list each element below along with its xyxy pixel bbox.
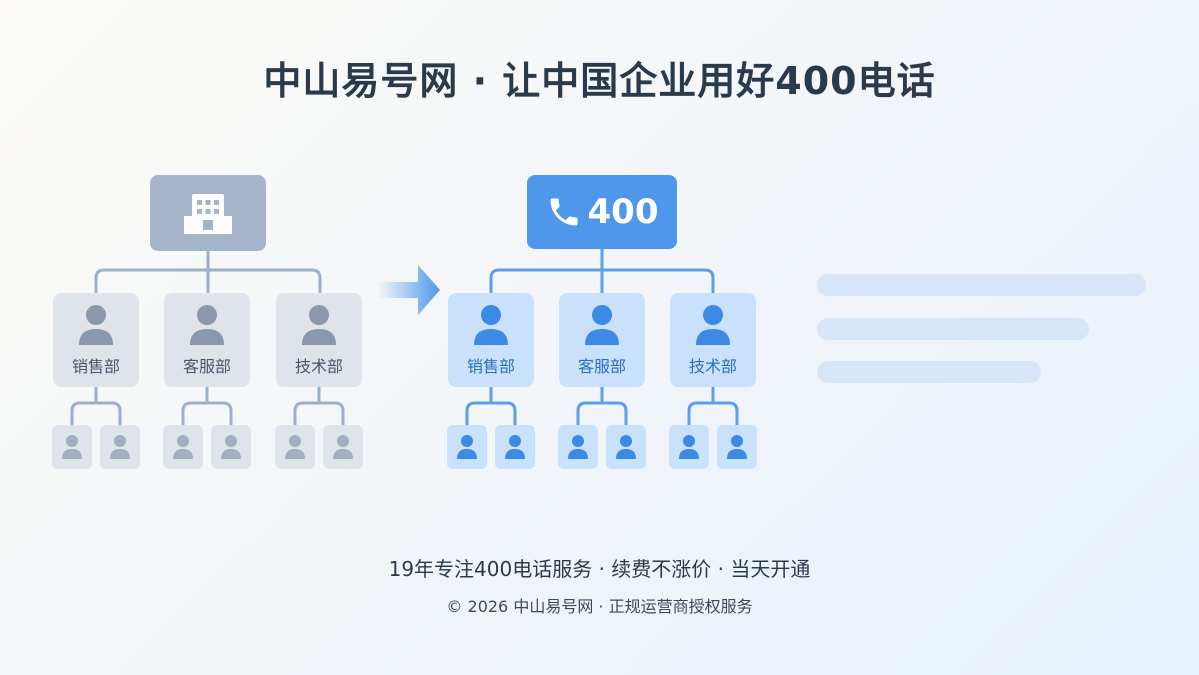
legacy-root-node [150, 175, 266, 251]
placeholder-bar [817, 361, 1041, 383]
person-icon [173, 435, 193, 459]
person-icon [79, 305, 113, 345]
person-icon [110, 435, 130, 459]
placeholder-bar [817, 318, 1089, 340]
footer-tagline: 19年专注400电话服务 · 续费不涨价 · 当天开通 [388, 557, 811, 581]
modern-root-node: 400 [527, 175, 677, 249]
person-icon [696, 305, 730, 345]
dept-label: 客服部 [182, 357, 231, 376]
modern-dept-service: 客服部 [559, 293, 645, 387]
person-icon [505, 435, 525, 459]
dept-label: 销售部 [71, 357, 120, 376]
root-number: 400 [587, 192, 659, 232]
person-icon [302, 305, 336, 345]
legacy-dept-sales: 销售部 [53, 293, 139, 387]
modern-staff [669, 425, 709, 469]
person-icon [285, 435, 305, 459]
modern-staff [447, 425, 487, 469]
building-icon [184, 194, 232, 234]
person-icon [457, 435, 477, 459]
modern-dept-tech: 技术部 [670, 293, 756, 387]
placeholder-bar [817, 274, 1146, 296]
modern-staff [495, 425, 535, 469]
person-icon [568, 435, 588, 459]
legacy-dept-tech: 技术部 [276, 293, 362, 387]
modern-staff [558, 425, 598, 469]
person-icon [333, 435, 353, 459]
legacy-dept-service: 客服部 [164, 293, 250, 387]
dept-label: 客服部 [577, 357, 626, 376]
person-icon [62, 435, 82, 459]
dept-label: 技术部 [294, 357, 343, 376]
dept-label: 技术部 [688, 357, 737, 376]
legacy-staff [163, 425, 203, 469]
legacy-staff [100, 425, 140, 469]
person-icon [679, 435, 699, 459]
arrow-right-icon [378, 265, 440, 315]
modern-dept-sales: 销售部 [448, 293, 534, 387]
page-title: 中山易号网 · 让中国企业用好400电话 [263, 59, 936, 103]
person-icon [616, 435, 636, 459]
legacy-staff [323, 425, 363, 469]
person-icon [585, 305, 619, 345]
modern-staff [717, 425, 757, 469]
phone-icon [550, 198, 577, 226]
person-icon [727, 435, 747, 459]
legacy-staff [211, 425, 251, 469]
person-icon [474, 305, 508, 345]
modern-staff [606, 425, 646, 469]
footer-copyright: © 2026 中山易号网 · 正规运营商授权服务 [446, 597, 753, 616]
dept-label: 销售部 [466, 357, 515, 376]
person-icon [221, 435, 241, 459]
person-icon [190, 305, 224, 345]
legacy-staff [52, 425, 92, 469]
legacy-staff [275, 425, 315, 469]
